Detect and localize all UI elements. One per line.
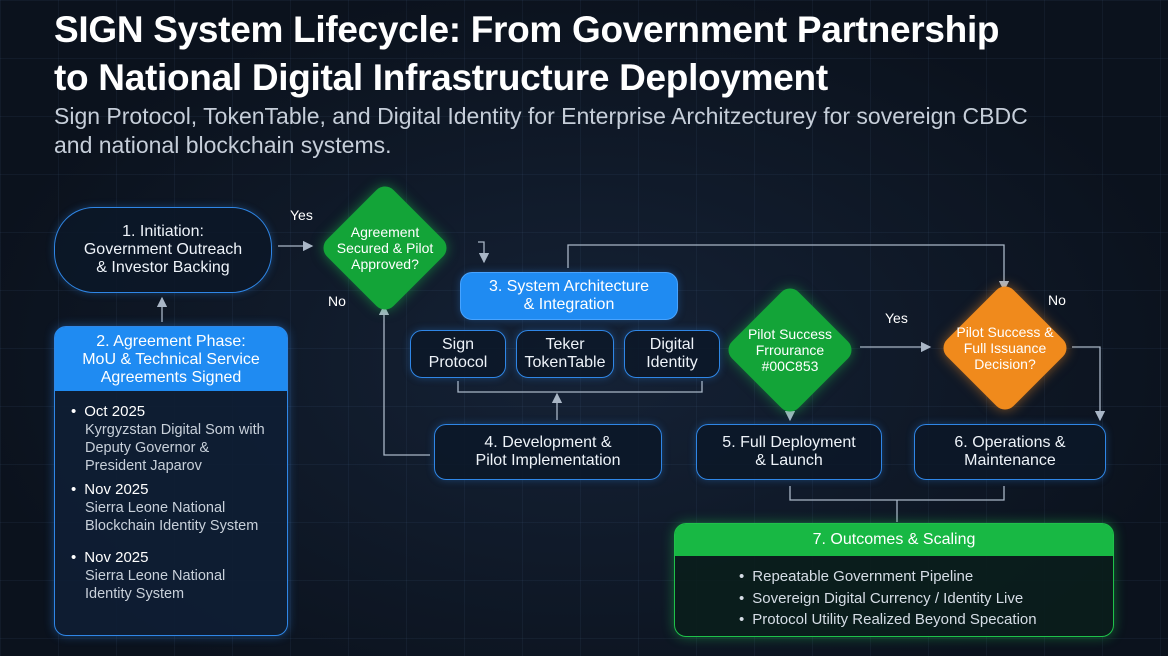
edge-label-no-2: No	[1048, 292, 1066, 308]
node-full-deployment: 5. Full Deployment & Launch	[696, 424, 882, 480]
arrow-component-bracket	[457, 381, 703, 393]
node-initiation: 1. Initiation: Government Outreach & Inv…	[54, 207, 272, 293]
page-title: SIGN System Lifecycle: From Government P…	[54, 9, 1000, 98]
arrow-no-loop	[378, 304, 430, 456]
component-tokentable: Teker TokenTable	[516, 330, 614, 378]
edge-label-no-1: No	[328, 293, 346, 309]
arrow-decision-to-architecture	[478, 241, 490, 264]
decision-pilot-success: Pilot Success Frrourance #00C853	[723, 283, 857, 417]
node-operations: 6. Operations & Maintenance	[914, 424, 1106, 480]
arrow-deployment-operations-to-outcomes	[789, 486, 1005, 501]
node-development: 4. Development & Pilot Implementation	[434, 424, 662, 480]
timeline-desc: Kyrgyzstan Digital Som with Deputy Gover…	[85, 422, 265, 474]
arrow-issuance-to-operations	[1072, 346, 1106, 422]
component-digital-identity: Digital Identity	[624, 330, 720, 378]
outcome-item: Repeatable Government Pipeline	[739, 566, 1037, 588]
timeline-item: Nov 2025 Sierra Leone National Blockchai…	[71, 481, 281, 535]
timeline-item: Nov 2025 Sierra Leone National Identity …	[71, 549, 281, 603]
decision-agreement-label: Agreement Secured & Pilot Approved?	[336, 224, 434, 272]
timeline-desc: Sierra Leone National Identity System	[85, 568, 226, 602]
page-subtitle: Sign Protocol, TokenTable, and Digital I…	[54, 103, 1028, 158]
panel-outcomes-header: 7. Outcomes & Scaling	[675, 524, 1113, 556]
decision-full-issuance: Pilot Success & Full Issuance Decision?	[936, 281, 1074, 415]
outcomes-list: Repeatable Government Pipeline Sovereign…	[739, 566, 1037, 631]
arrow-top-loop	[567, 244, 1010, 292]
decision-full-issuance-label: Pilot Success & Full Issuance Decision?	[956, 324, 1054, 372]
timeline-date: Nov 2025	[71, 481, 281, 499]
timeline-date: Nov 2025	[71, 549, 281, 567]
outcome-item: Sovereign Digital Currency / Identity Li…	[739, 588, 1037, 610]
panel-agreement-header: 2. Agreement Phase: MoU & Technical Serv…	[55, 327, 287, 391]
panel-agreement-phase: 2. Agreement Phase: MoU & Technical Serv…	[54, 326, 288, 636]
decision-pilot-success-label: Pilot Success Frrourance #00C853	[747, 326, 833, 374]
timeline-desc: Sierra Leone National Blockchain Identit…	[85, 500, 259, 534]
component-sign-protocol: Sign Protocol	[410, 330, 506, 378]
outcome-item: Protocol Utility Realized Beyond Specati…	[739, 609, 1036, 631]
edge-label-yes-2: Yes	[885, 310, 908, 326]
panel-outcomes: 7. Outcomes & Scaling Repeatable Governm…	[674, 523, 1114, 637]
decision-agreement-secured: Agreement Secured & Pilot Approved?	[318, 181, 452, 315]
timeline-item: Oct 2025 Kyrgyzstan Digital Som with Dep…	[71, 403, 281, 475]
timeline-date: Oct 2025	[71, 403, 281, 421]
node-system-architecture: 3. System Architecture & Integration	[460, 272, 678, 320]
edge-label-yes-1: Yes	[290, 207, 313, 223]
